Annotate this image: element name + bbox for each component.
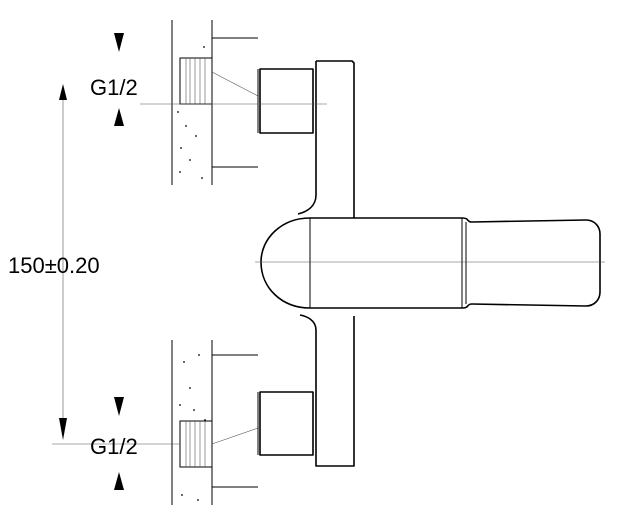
center-distance-label: 150±0.20 bbox=[8, 253, 100, 278]
thread-connector-bottom bbox=[179, 420, 259, 468]
thread-marker-top bbox=[114, 33, 124, 126]
wall-section-top bbox=[171, 20, 258, 185]
center-lines bbox=[52, 103, 605, 445]
thread-marker-bottom bbox=[114, 397, 124, 490]
thread-label-top: G1/2 bbox=[90, 75, 138, 100]
wall-section-bottom bbox=[171, 340, 258, 505]
eccentric-fitting-top bbox=[257, 68, 314, 134]
thread-connector-top bbox=[179, 57, 259, 105]
thread-label-bottom: G1/2 bbox=[90, 434, 138, 459]
faucet-body bbox=[260, 60, 601, 467]
eccentric-fitting-bottom bbox=[257, 391, 314, 456]
dimension-center-distance bbox=[59, 84, 67, 440]
